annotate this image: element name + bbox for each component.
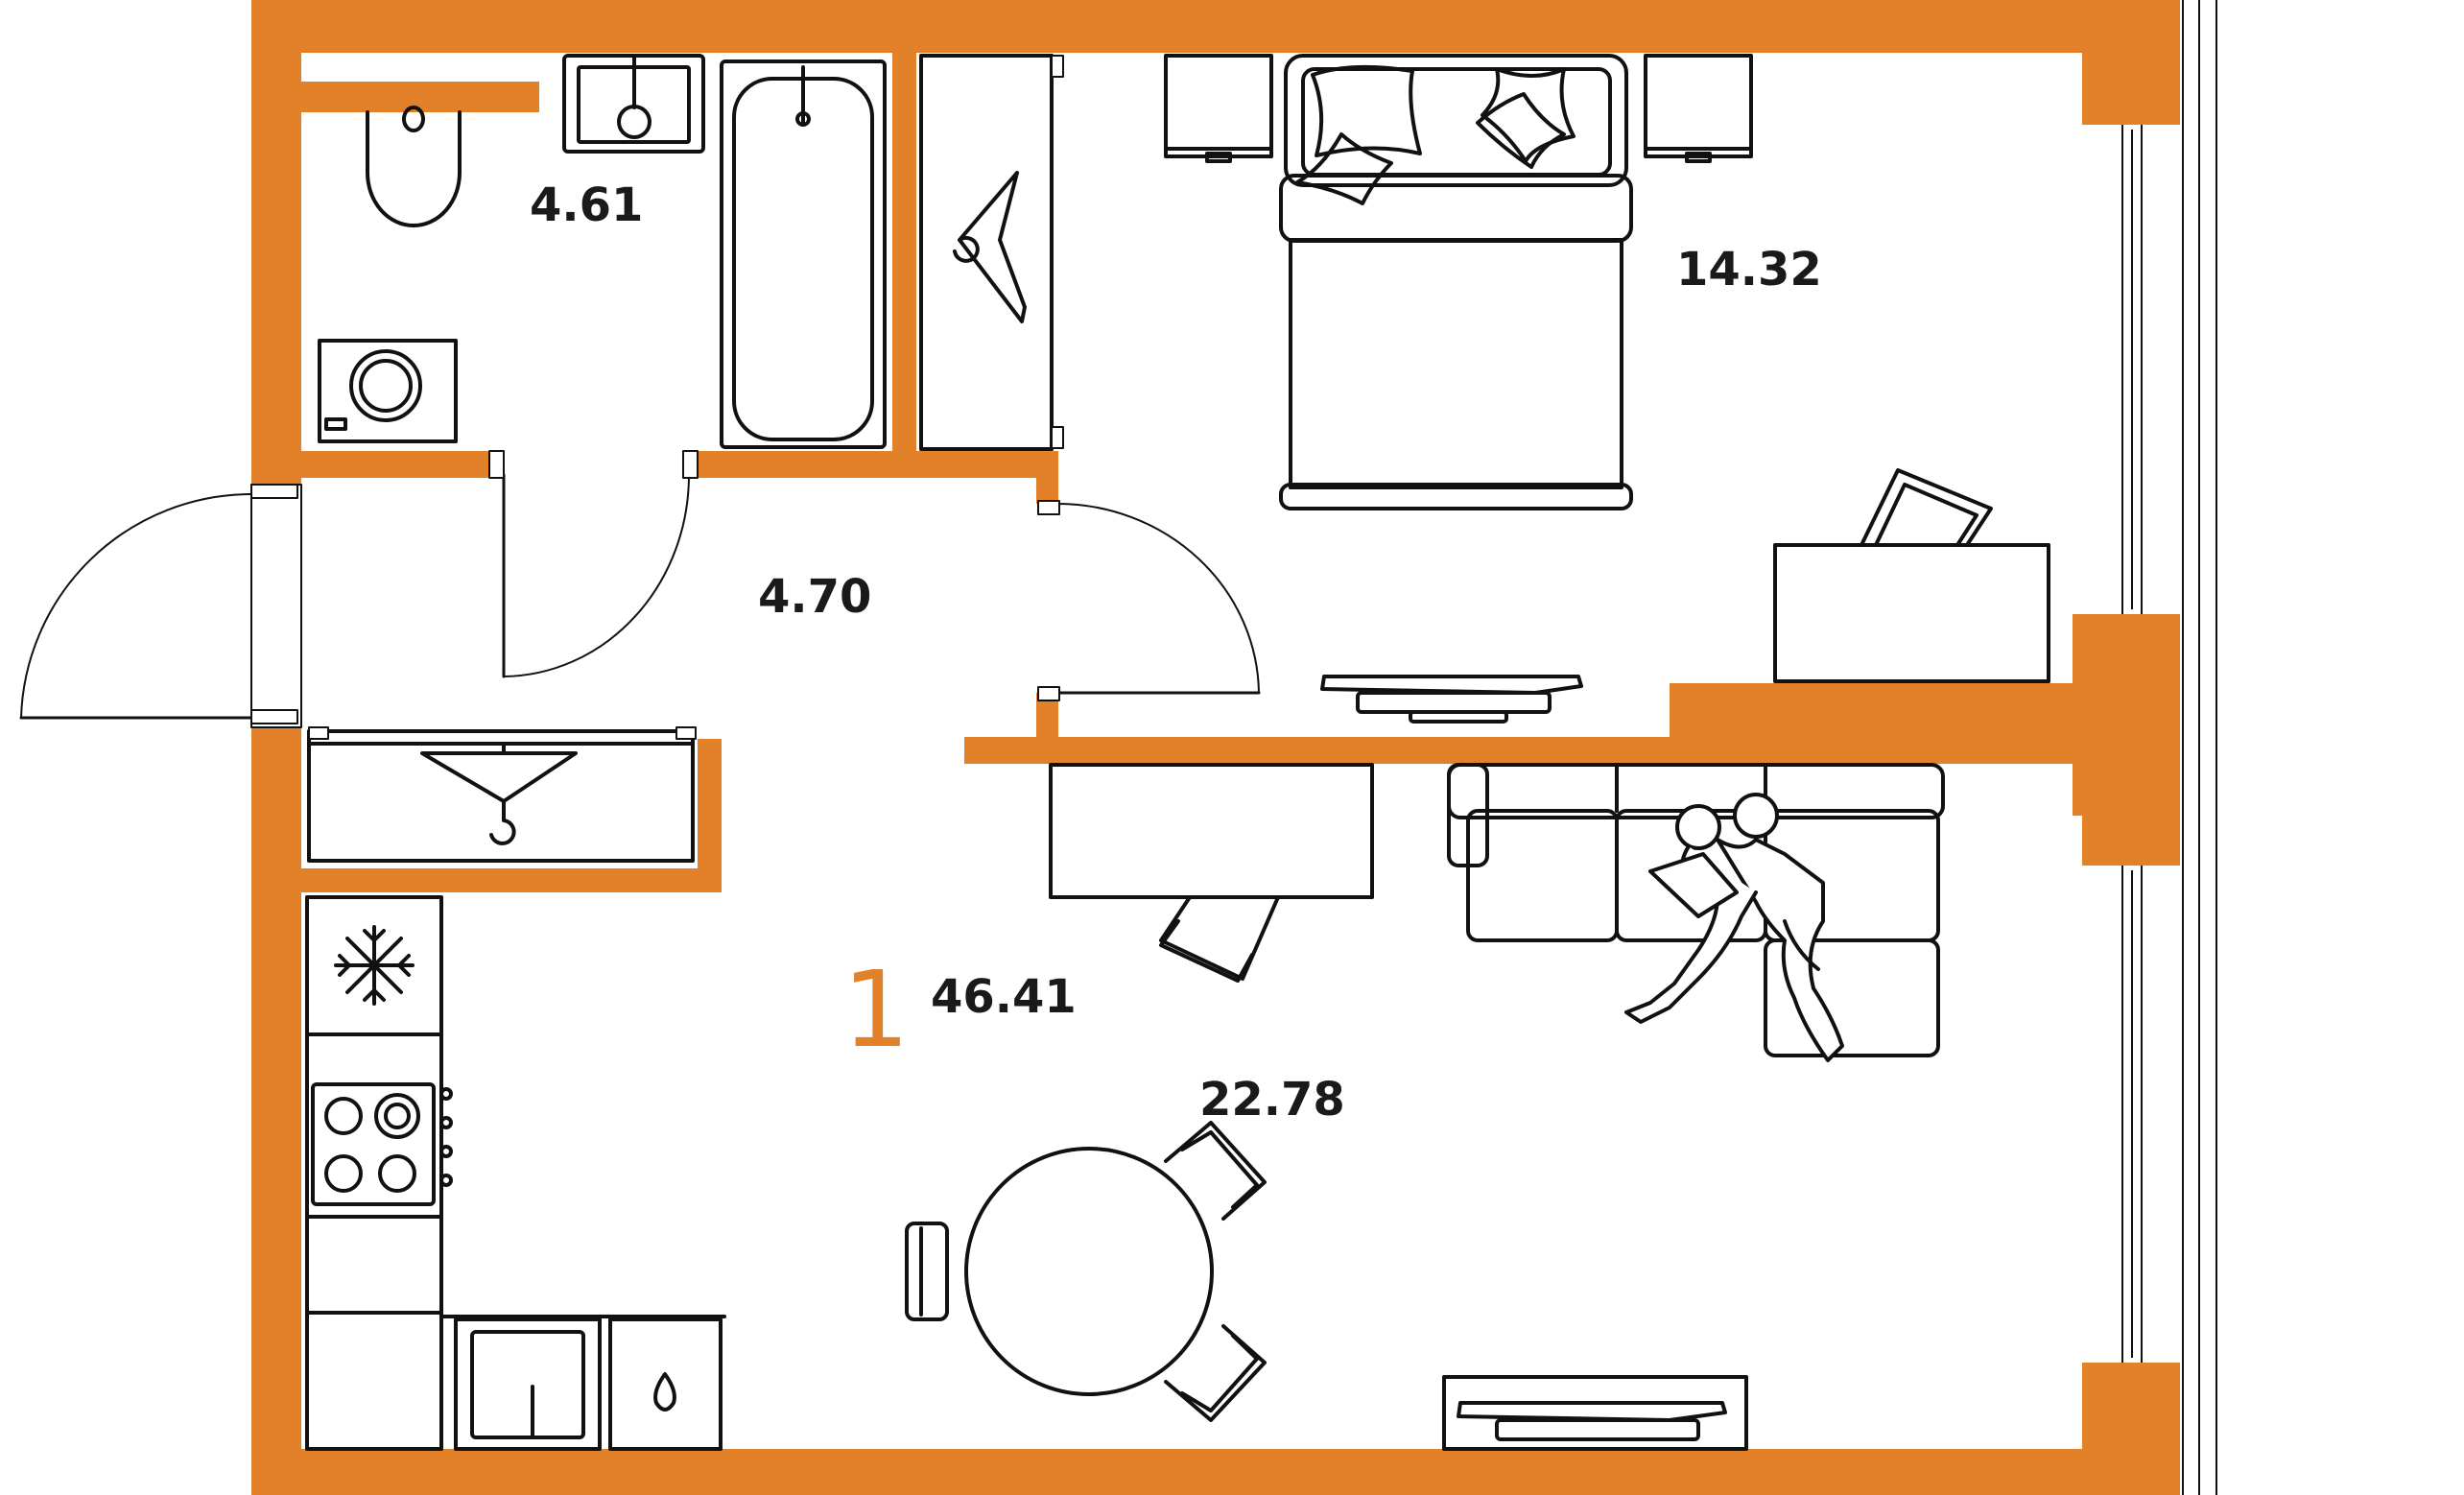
wall-right-bottom — [2082, 1363, 2180, 1495]
dining-table-icon — [905, 1121, 1267, 1422]
walls — [251, 0, 2180, 1495]
bathroom: 4.61 — [318, 54, 887, 449]
chair-icon — [905, 1121, 1267, 1422]
total-area: 46.41 — [931, 970, 1077, 1024]
door-bedroom — [1037, 500, 1261, 701]
area-hallway: 4.70 — [758, 570, 871, 624]
wall-wardrobe-niche-right — [698, 739, 722, 890]
wall-bath-bottom-left — [251, 451, 489, 478]
toilet-icon — [366, 106, 462, 227]
desk-living-icon — [1049, 763, 1374, 983]
wall-right-pier — [2082, 614, 2180, 866]
kitchen-counter-icon — [305, 1215, 443, 1451]
window-living — [2121, 866, 2143, 1363]
sink-icon — [562, 54, 705, 154]
wall-hall-right — [1036, 456, 1058, 504]
wall-top — [251, 0, 2180, 53]
door-bathroom — [488, 450, 699, 678]
wall-hall-right-low — [1036, 693, 1058, 741]
bathtub-icon — [720, 59, 887, 449]
wall-bath-right — [892, 53, 916, 456]
wall-bath-bottom-right — [696, 451, 1058, 478]
area-living-kitchen: 22.78 — [1199, 1073, 1345, 1127]
window-bedroom — [2121, 0, 2217, 1495]
hanger-icon — [420, 742, 578, 845]
wall-left-upper — [251, 0, 301, 485]
people-icon — [1624, 793, 1844, 1062]
wall-bed-living-step — [1670, 683, 2092, 764]
room-count: 1 — [842, 948, 910, 1071]
summary: 1 46.41 — [842, 948, 1077, 1071]
wall-bath-ledge — [251, 82, 539, 112]
fridge-snowflake-icon — [305, 895, 443, 1036]
hanger-icon — [953, 171, 1027, 323]
hall-wardrobe-icon — [307, 726, 697, 863]
kitchen-sink-icon — [439, 1315, 726, 1451]
windows — [2121, 0, 2217, 1495]
wall-bottom — [251, 1449, 2180, 1495]
pillow-icon — [1295, 64, 1576, 205]
bedroom: 14.32 — [1164, 54, 2050, 724]
wall-left-lower — [251, 727, 301, 1495]
cooktop-icon — [305, 1032, 453, 1219]
living-kitchen: 22.78 — [305, 763, 1945, 1451]
washing-machine-icon — [318, 339, 458, 443]
doors — [19, 450, 1261, 728]
nightstand-right-icon — [1644, 54, 1753, 163]
hallway: 4.70 — [307, 570, 871, 863]
area-bedroom: 14.32 — [1676, 243, 1822, 297]
double-bed-icon — [1279, 54, 1633, 510]
area-bathroom: 4.61 — [530, 178, 643, 232]
desk-chair-bedroom-icon — [1773, 468, 2050, 683]
nightstand-left-icon — [1164, 54, 1273, 163]
tv-stand-living-icon — [1442, 1375, 1748, 1451]
wall-wardrobe-niche-bottom — [251, 868, 722, 892]
door-entrance — [19, 484, 302, 728]
bedroom-wardrobe — [919, 54, 1064, 451]
tv-stand-bedroom-icon — [1320, 675, 1583, 724]
wall-right-top — [2082, 0, 2180, 125]
